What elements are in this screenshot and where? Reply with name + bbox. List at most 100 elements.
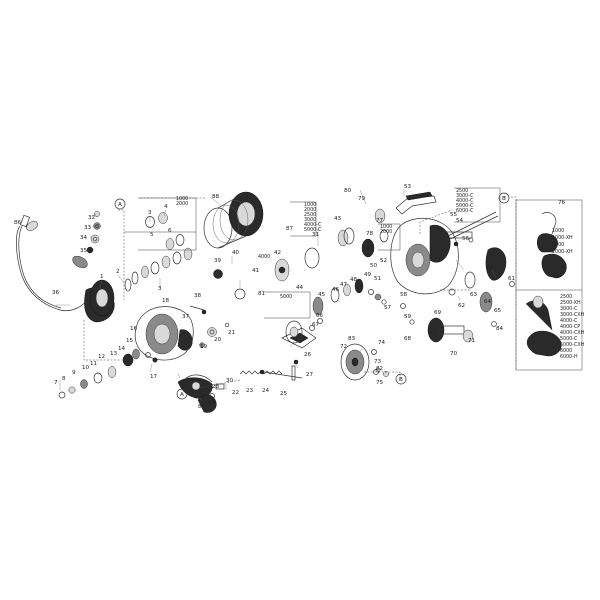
part-number: 77 [376, 218, 384, 224]
part-number: 34 [80, 235, 88, 241]
part-number: 47 [340, 282, 348, 288]
bail-arm-lower [183, 374, 217, 413]
part-number: 13 [110, 351, 118, 357]
part-number: 28 [212, 384, 220, 390]
part-number: 9 [72, 370, 76, 376]
side-cap [485, 247, 515, 287]
part-number: 49 [364, 272, 372, 278]
part-number: 73 [374, 359, 382, 365]
part-number: 50 [370, 263, 378, 269]
assembly-guides [83, 196, 517, 389]
bracket-boxes [124, 187, 583, 371]
part-number: 46 [332, 287, 340, 293]
spool-washers [124, 212, 193, 292]
main-shaft [447, 211, 499, 247]
handle-upper [536, 212, 567, 279]
part-number: 56 [462, 236, 470, 242]
part-number: 30 [226, 378, 234, 384]
part-number: 11 [90, 361, 98, 367]
spool [203, 191, 264, 249]
part-number: 29 [208, 400, 216, 406]
part-number: 39 [214, 258, 222, 264]
part-number: 71 [468, 338, 476, 344]
part-number: 48 [350, 277, 358, 283]
part-number: 15 [126, 338, 134, 344]
bail-wire [16, 214, 89, 312]
part-number: 19 [200, 344, 208, 350]
part-number: 3 [148, 210, 152, 216]
part-number: 51 [374, 276, 382, 282]
part-number: 63 [470, 292, 478, 298]
part-number: 4 [164, 204, 168, 210]
part-number: 55 [450, 212, 458, 218]
part-number: 37 [182, 314, 190, 320]
part-number: 36 [52, 290, 60, 296]
part-number: 78 [366, 231, 374, 237]
rotor [134, 306, 194, 361]
part-number: 7 [54, 380, 58, 386]
part-number: 17 [150, 374, 158, 380]
part-number: 25 [280, 391, 288, 397]
ref-marker-b: B [502, 196, 506, 202]
part-number: 66 [316, 313, 324, 319]
spring-pins [239, 359, 303, 381]
drag-knob [213, 227, 355, 300]
part-number: 76 [558, 200, 566, 206]
drive-gear [340, 343, 379, 381]
part-number: 80 [344, 188, 352, 194]
part-number: 59 [404, 314, 412, 320]
ref-marker-a: A [118, 202, 122, 208]
ref-marker-b: B [399, 377, 403, 383]
pinion-gear [285, 278, 387, 344]
part-number-labels: 1 2 3 3 4 5 6 7 8 9 10 11 12 13 14 15 16… [14, 184, 566, 410]
part-number: 23 [246, 388, 254, 394]
handle-lower [525, 295, 562, 357]
reel-body [390, 191, 473, 295]
part-number: 61 [508, 276, 516, 282]
part-number: 83 [348, 336, 356, 342]
part-number: 35 [80, 248, 88, 254]
part-number: 62 [458, 303, 465, 309]
part-number: 14 [118, 346, 126, 352]
part-number: 75 [376, 380, 384, 386]
part-number: 26 [304, 352, 312, 358]
part-number: 33 [84, 225, 92, 231]
bail-screws [86, 211, 101, 254]
part-number: 79 [358, 196, 366, 202]
part-number: 5 [150, 232, 154, 238]
part-number: 64 [484, 299, 492, 305]
part-number: 87 [286, 226, 294, 232]
part-number: 65 [494, 308, 502, 314]
reference-labels: A A B B [118, 196, 506, 398]
part-number: 69 [434, 310, 442, 316]
part-number: 12 [98, 354, 105, 360]
part-number: 10 [82, 365, 90, 371]
part-number: 82 [376, 366, 383, 372]
part-number: 44 [296, 285, 304, 291]
part-number: 42 [274, 250, 281, 256]
part-number: 86 [14, 220, 22, 226]
part-number: 84 [496, 326, 504, 332]
part-number: 1 [100, 274, 104, 280]
part-number: 52 [380, 258, 387, 264]
part-number: 45 [318, 292, 326, 298]
part-number: 67 [312, 322, 320, 328]
part-number: 16 [130, 326, 138, 332]
main-gear [361, 208, 389, 258]
part-number: 38 [194, 293, 202, 299]
part-number: 57 [384, 305, 392, 311]
part-number: 54 [456, 218, 464, 224]
part-number: 32 [88, 215, 95, 221]
part-number: 22 [232, 390, 239, 396]
size-list: 5000 [280, 294, 292, 300]
part-number: 2 [116, 269, 120, 275]
bail-trip [177, 377, 225, 399]
part-number: 20 [214, 337, 222, 343]
